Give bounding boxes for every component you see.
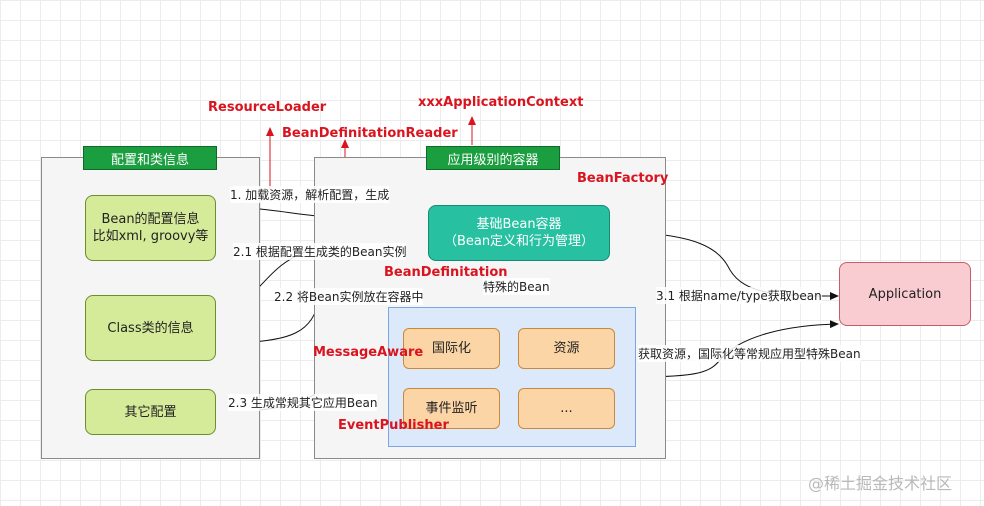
app-context-label: xxxApplicationContext: [418, 95, 584, 110]
event-publisher-label: EventPublisher: [338, 418, 449, 433]
application-node[interactable]: Application: [839, 262, 971, 326]
edge-label-generate-bean: 2.1 根据配置生成类的Bean实例: [233, 243, 407, 260]
bean-def-reader-label: BeanDefinitationReader: [282, 126, 458, 141]
edge-label-load-config: 1. 加载资源，解析配置，生成: [230, 186, 390, 203]
other-config-node[interactable]: 其它配置: [85, 389, 216, 435]
resource-node[interactable]: 资源: [518, 328, 615, 369]
i18n-node[interactable]: 国际化: [403, 328, 500, 369]
container-panel-title: 应用级别的容器: [426, 146, 560, 170]
class-info-node[interactable]: Class类的信息: [85, 295, 216, 361]
bean-container-line1: 基础Bean容器: [476, 217, 562, 232]
event-listen-node[interactable]: 事件监听: [403, 388, 500, 429]
edge-label-get-resource: 获取资源，国际化等常规应用型特殊Bean: [638, 345, 861, 362]
bean-config-node[interactable]: Bean的配置信息 比如xml, groovy等: [85, 195, 216, 261]
watermark: @稀土掘金技术社区: [808, 474, 953, 493]
edge-label-get-bean: 3.1 根据name/type获取bean: [656, 287, 822, 304]
resource-loader-label: ResourceLoader: [208, 100, 327, 115]
edge-label-put-in-container: 2.2 将Bean实例放在容器中: [274, 288, 424, 305]
edge-label-special-bean: 特殊的Bean: [483, 278, 550, 295]
bean-config-line1: Bean的配置信息: [101, 212, 200, 227]
bean-factory-label: BeanFactory: [577, 171, 669, 186]
bean-container-node[interactable]: 基础Bean容器 （Bean定义和行为管理）: [428, 205, 610, 261]
message-aware-label: MessageAware: [313, 345, 424, 360]
config-panel-title: 配置和类信息: [83, 146, 217, 170]
bean-definitation-label: BeanDefinitation: [384, 265, 508, 280]
bean-container-line2: （Bean定义和行为管理）: [443, 234, 595, 249]
bean-config-line2: 比如xml, groovy等: [92, 229, 209, 244]
edge-label-other-bean: 2.3 生成常规其它应用Bean: [228, 394, 378, 411]
ellipsis-node[interactable]: ...: [518, 388, 615, 429]
